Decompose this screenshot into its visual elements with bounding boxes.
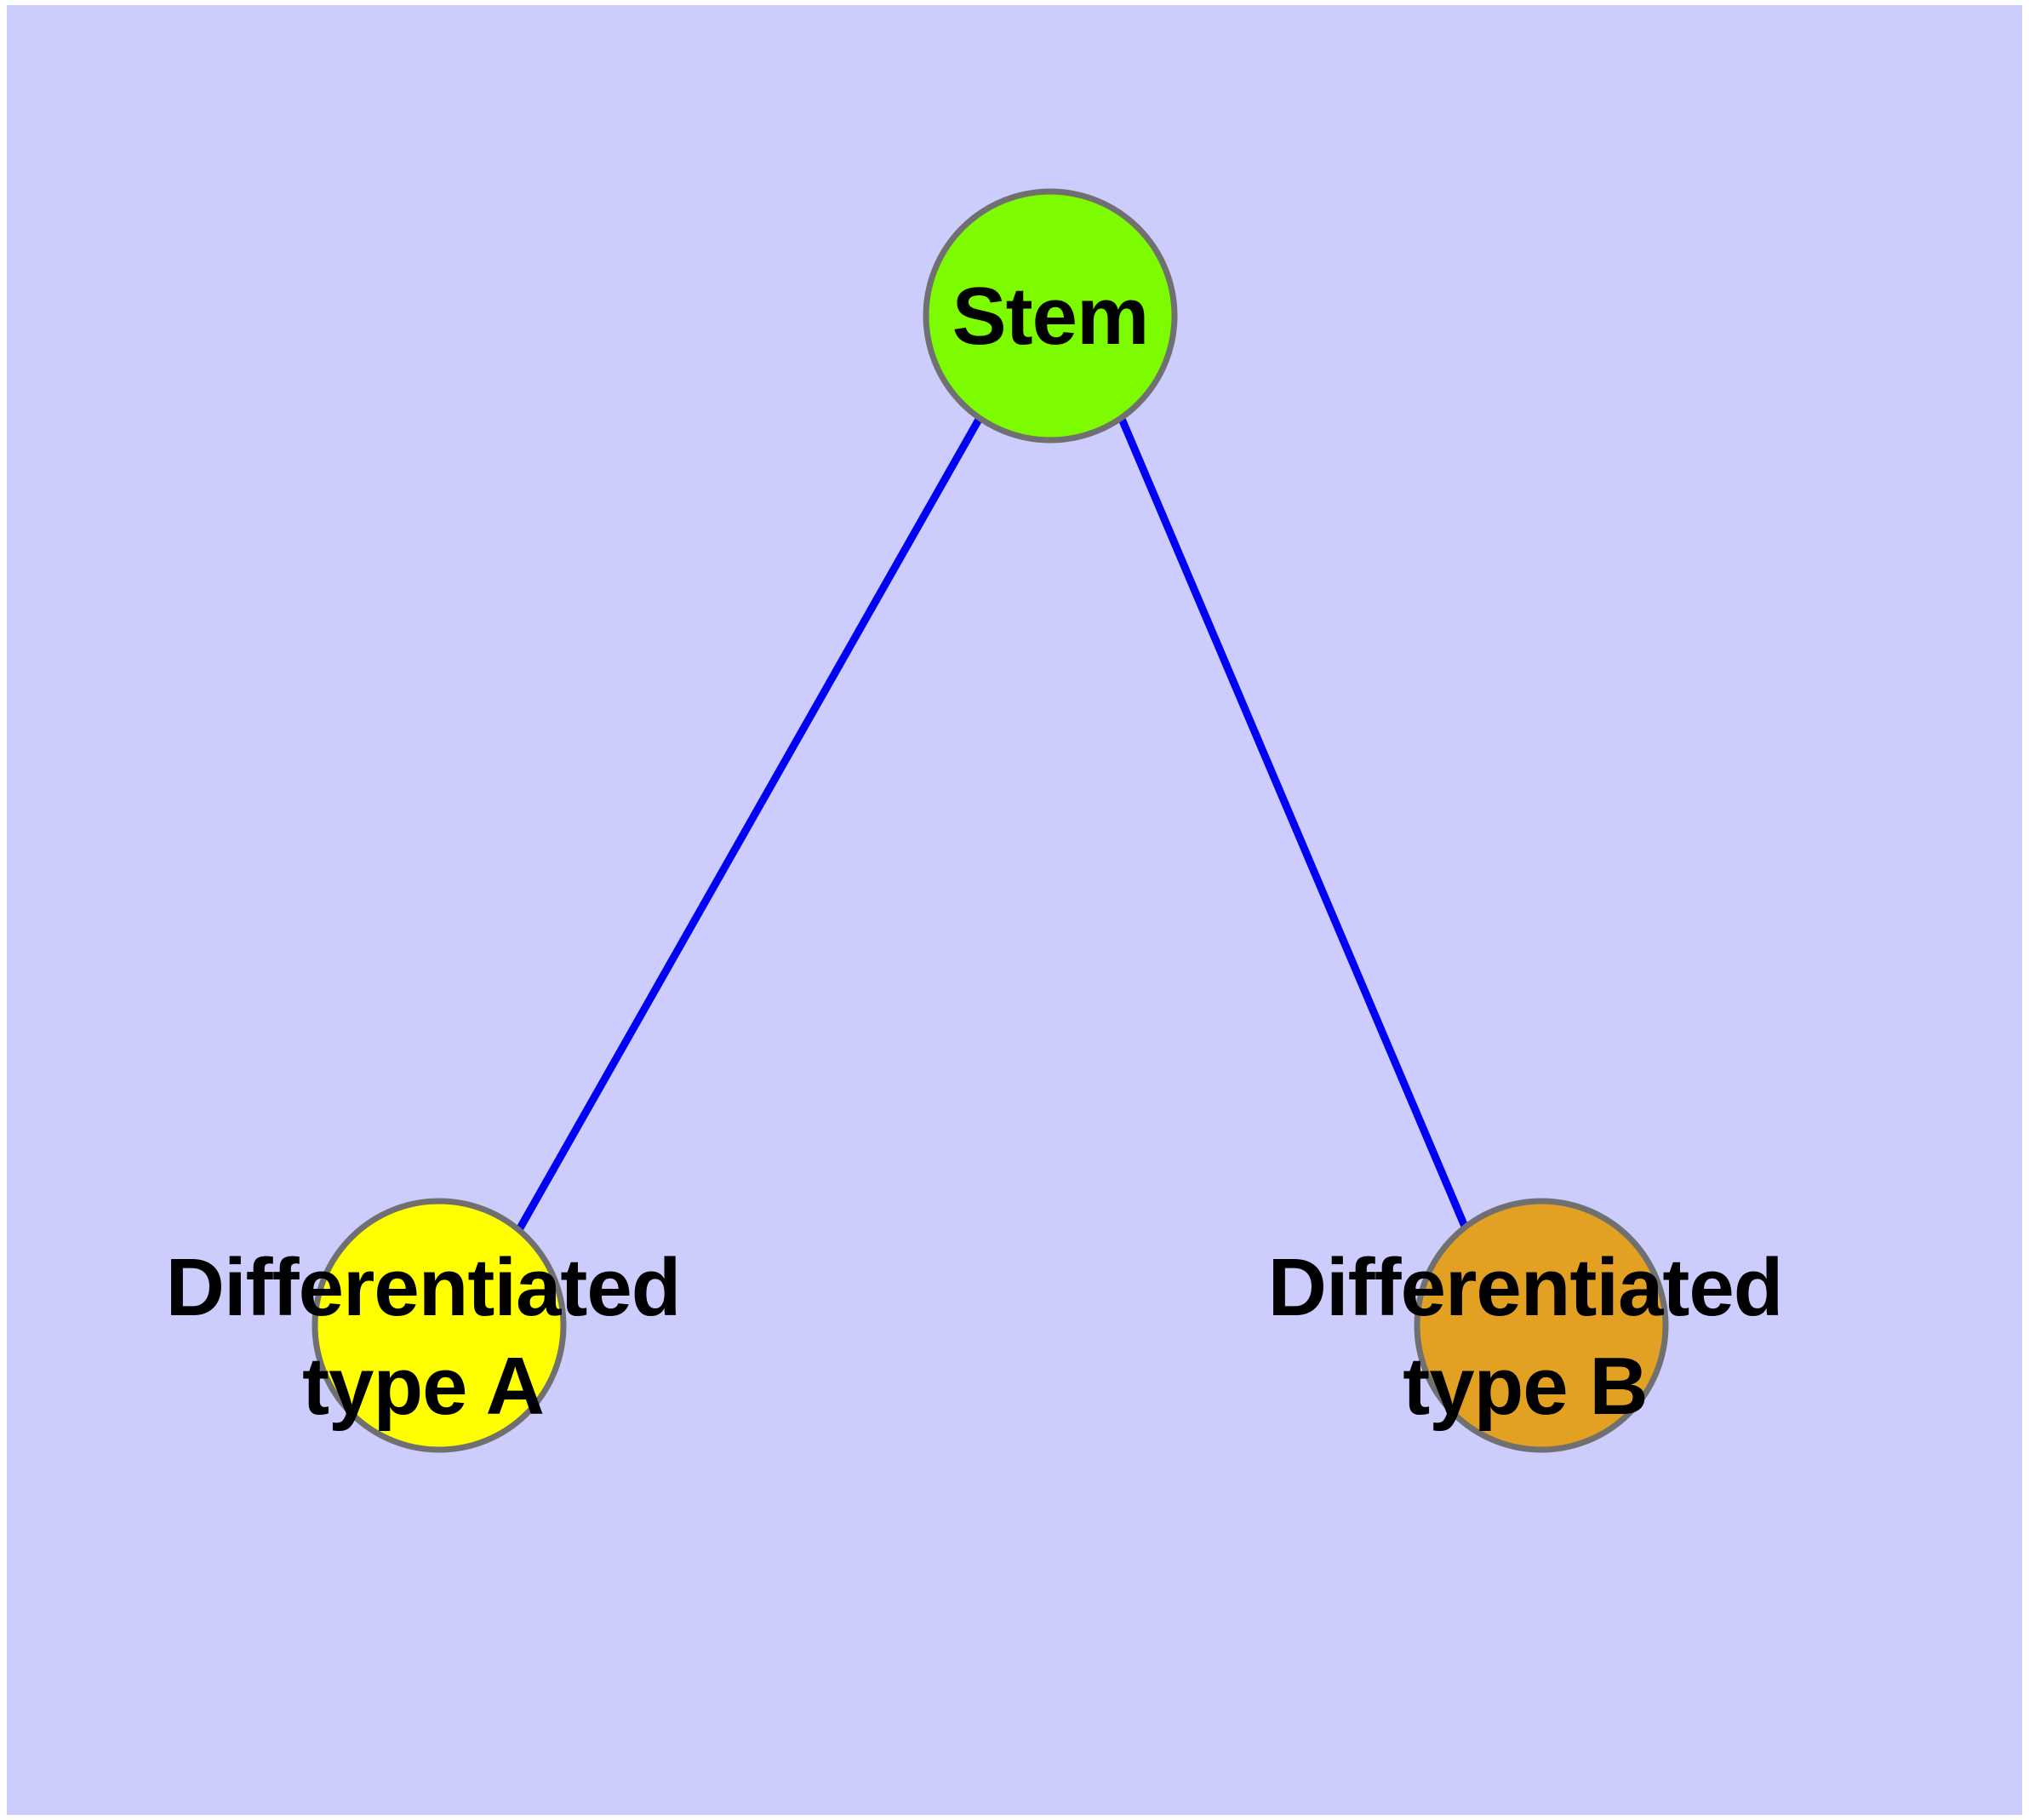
node-stem-label-line1: Stem [952, 271, 1149, 362]
node-layer [311, 188, 1669, 1453]
node-diff-a-label-line2: type A [302, 1341, 544, 1432]
edge-stem-to-diff-a[interactable] [514, 415, 983, 1235]
node-diff-a[interactable] [311, 1198, 567, 1453]
node-diff-a-circle[interactable] [311, 1198, 567, 1453]
node-diff-b-label-line1: Differentiated [1268, 1242, 1783, 1333]
edge-stem-to-diff-b[interactable] [1117, 417, 1470, 1230]
edge-layer [514, 415, 1470, 1235]
node-diff-b[interactable] [1414, 1198, 1669, 1453]
node-diff-b-label-line2: type B [1403, 1341, 1647, 1432]
node-stem[interactable] [923, 188, 1178, 444]
node-stem-circle[interactable] [923, 188, 1178, 444]
node-diff-b-circle[interactable] [1414, 1198, 1669, 1453]
node-diff-a-label-line1: Differentiated [166, 1242, 681, 1333]
label-layer: Stem Differentiated type A Differentiate… [166, 271, 1784, 1432]
